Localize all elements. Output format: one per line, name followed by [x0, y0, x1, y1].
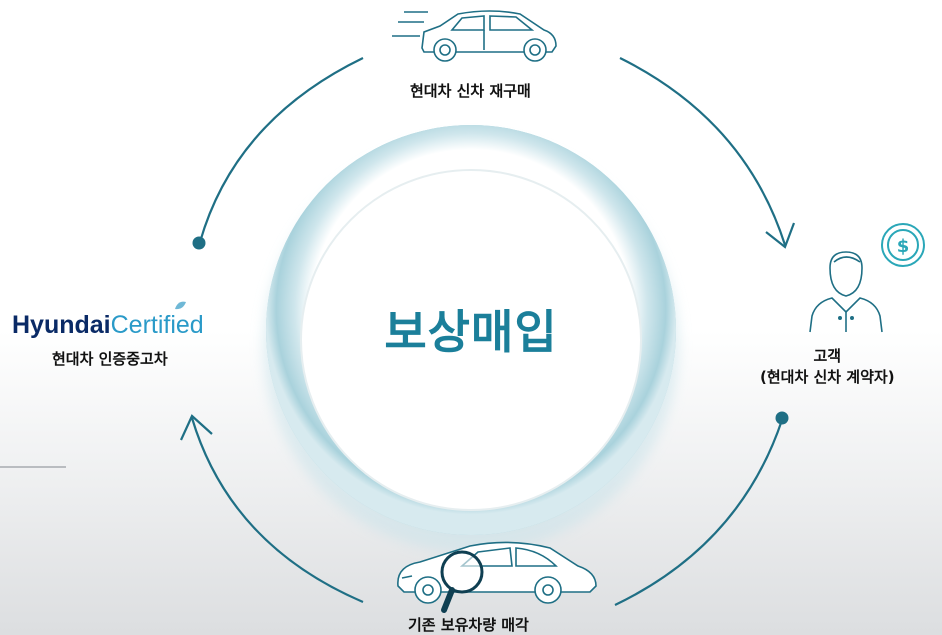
left-divider: [0, 466, 66, 468]
center-title: 보상매입: [384, 305, 558, 359]
top-left-arc: [192, 57, 364, 250]
bottom-left-arc: [180, 414, 364, 604]
bottom-node-label: 기존 보유차량 매각: [408, 616, 529, 634]
center-ring: [263, 125, 679, 553]
brand-part-certified: Certified: [110, 311, 204, 339]
right-node-label: 고객 (현대차 신차 계약자): [760, 346, 895, 388]
top-right-arc: [619, 57, 796, 249]
left-node-label: 현대차 인증중고차: [52, 350, 168, 368]
certified-mark-icon: [175, 301, 186, 310]
bottom-right-arc: [614, 411, 789, 606]
sedan-inspection-icon: [397, 541, 597, 613]
dollar-coin-icon: $: [881, 223, 925, 267]
customer-person-icon: [809, 251, 883, 333]
top-node-label: 현대차 신차 재구매: [410, 82, 531, 100]
right-node-label-line1: 고객: [813, 347, 842, 365]
brand-part-hyundai: Hyundai: [12, 311, 111, 339]
svg-text:$: $: [897, 236, 910, 257]
right-node-label-line2: (현대차 신차 계약자): [760, 368, 895, 386]
hyundai-certified-logo: HyundaiCertified: [12, 311, 204, 340]
bottom-right-arc-dot: [775, 411, 789, 425]
top-left-arc-dot: [192, 236, 206, 250]
suv-car-icon: [392, 10, 557, 62]
